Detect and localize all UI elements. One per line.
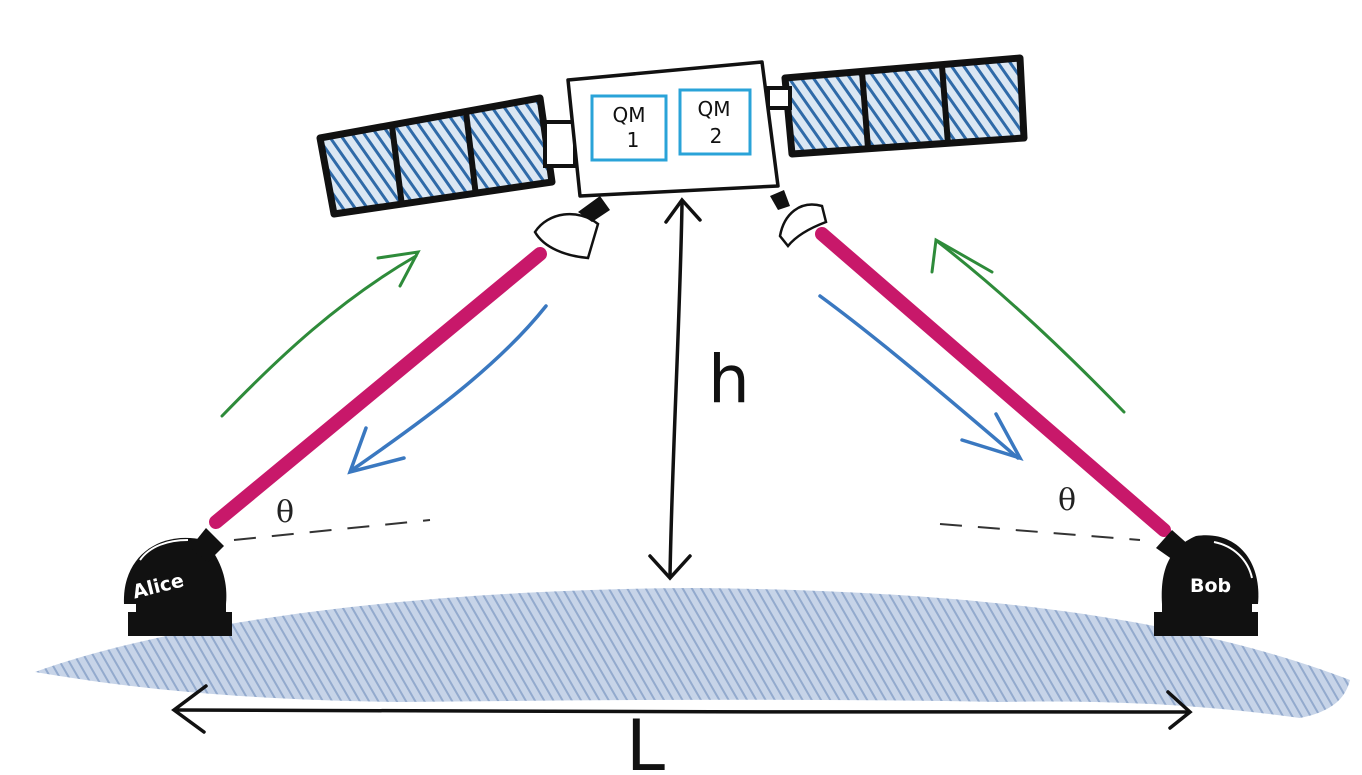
telescope-icon-bob: Bob xyxy=(1154,530,1259,636)
beam-right xyxy=(815,227,1171,537)
angle-label-right: θ xyxy=(1058,483,1076,518)
telescope-icon-alice: Alice xyxy=(123,528,232,636)
qm1-label-line2: 1 xyxy=(627,128,640,152)
height-label: h xyxy=(708,341,750,418)
horizon-line-right xyxy=(939,523,1141,541)
satellite-icon: QM 1 QM 2 xyxy=(533,60,828,260)
distance-arrow xyxy=(171,684,1193,734)
horizon-line-left xyxy=(233,519,431,541)
satellite-telescope-right xyxy=(770,190,828,249)
quantum-memory-2: QM 2 xyxy=(678,88,752,156)
bob-label: Bob xyxy=(1190,575,1231,597)
quantum-memory-1: QM 1 xyxy=(590,94,668,162)
earth-surface xyxy=(35,588,1350,718)
uplink-arrow-left xyxy=(220,250,421,418)
angle-label-left: θ xyxy=(276,495,294,530)
panel-strut-left xyxy=(543,120,577,168)
qm1-label-line1: QM xyxy=(613,103,646,127)
beam-left xyxy=(209,247,547,529)
satellite-telescope-left xyxy=(533,196,610,260)
distance-label: L xyxy=(626,705,665,775)
downlink-arrow-left xyxy=(347,304,548,475)
solar-panel-left xyxy=(316,94,577,218)
uplink-arrow-right xyxy=(930,237,1126,414)
height-arrow xyxy=(648,197,702,581)
qm2-label-line1: QM xyxy=(698,97,731,121)
panel-strut-right xyxy=(766,86,792,110)
qm2-label-line2: 2 xyxy=(710,124,723,148)
downlink-arrow-right xyxy=(818,294,1024,461)
solar-panel-right xyxy=(766,54,1028,158)
